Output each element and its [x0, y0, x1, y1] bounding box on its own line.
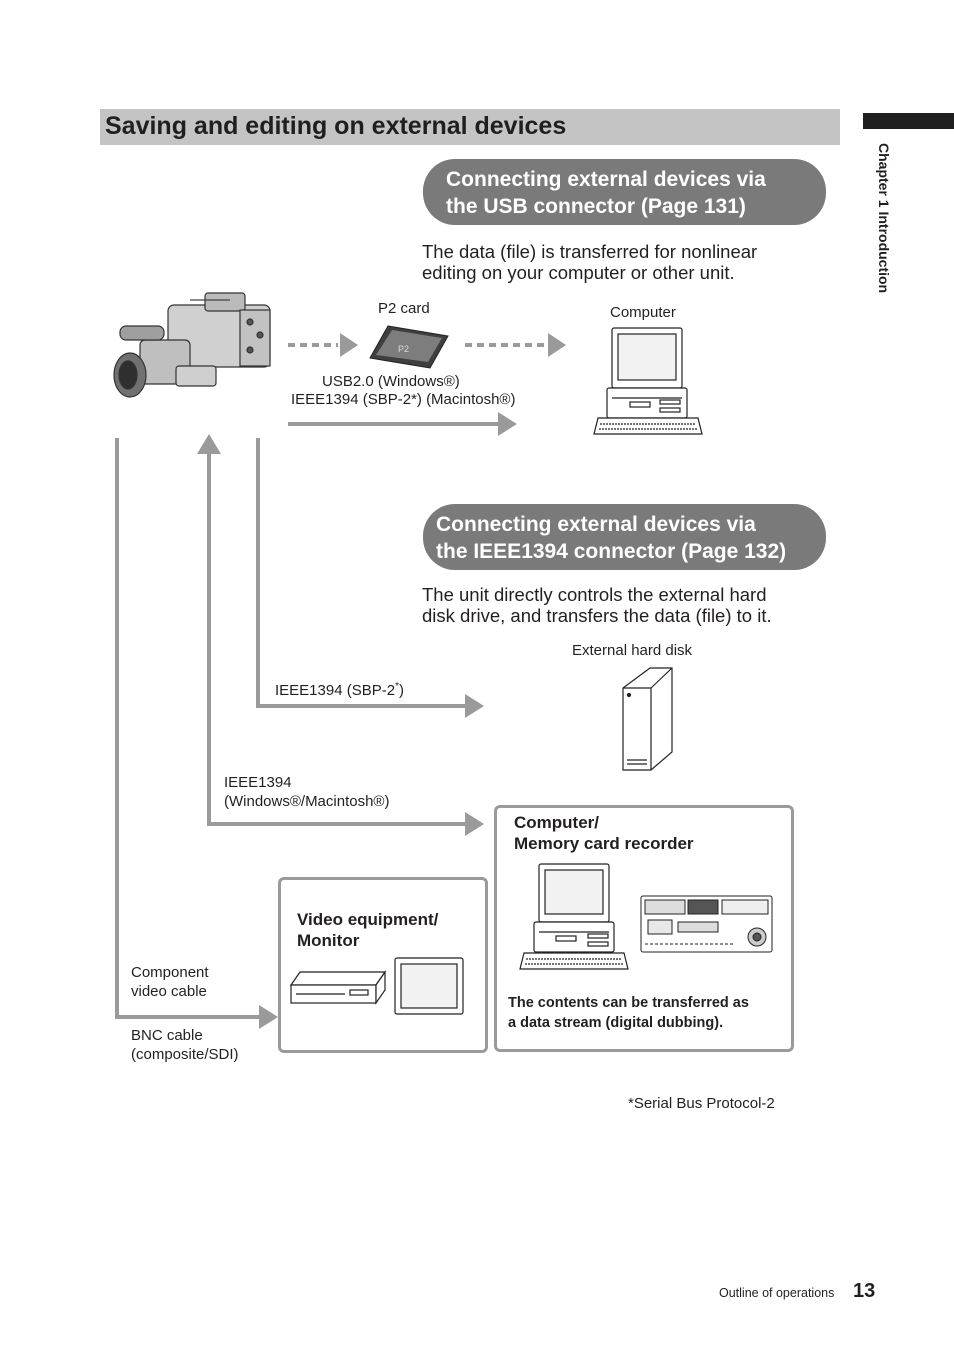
recorder-box-note: The contents can be transferred as a dat… [508, 993, 749, 1033]
usb-connection-label: USB2.0 (Windows®) [322, 373, 460, 390]
usb-heading-line2: the USB connector (Page 131) [446, 195, 746, 218]
component-line2: video cable [131, 983, 207, 1000]
sbp2-text: IEEE1394 (SBP-2 [275, 682, 396, 699]
usb-heading-line1: Connecting external devices via [446, 168, 766, 191]
bnc-line2: (composite/SDI) [131, 1046, 239, 1063]
dotted-arrowhead-2 [548, 333, 566, 357]
ieee-section-heading: Connecting external devices via the IEEE… [423, 504, 826, 570]
hard-disk-icon [622, 667, 673, 771]
up-arrowhead [197, 434, 221, 454]
usb-desc-line2: editing on your computer or other unit. [422, 262, 735, 283]
ieee-description: The unit directly controls the external … [422, 584, 772, 626]
footer-label: Outline of operations [719, 1286, 835, 1300]
bnc-line1: BNC cable [131, 1027, 203, 1044]
chapter-tab [863, 113, 954, 129]
sbp2-asterisk: * [395, 681, 399, 692]
hdd-arrowhead [465, 694, 484, 718]
recorder-box-title: Computer/ Memory card recorder [514, 812, 694, 854]
usb-section-heading: Connecting external devices via the USB … [423, 159, 826, 225]
sbp2-connection-label: IEEE1394 (SBP-2*) [275, 677, 404, 700]
video-title-line2: Monitor [297, 931, 360, 950]
section-title: Saving and editing on external devices [105, 112, 567, 140]
sbp2-close: ) [398, 682, 404, 699]
svg-text:P2: P2 [398, 344, 409, 354]
video-equipment-box [278, 877, 488, 1053]
ieee-desc-line1: The unit directly controls the external … [422, 584, 767, 605]
component-cable-label: Component video cable [131, 963, 209, 1001]
section-title-bar: Saving and editing on external devices [100, 109, 840, 145]
ieee-desc-line2: disk drive, and transfers the data (file… [422, 605, 772, 626]
component-line1: Component [131, 964, 209, 981]
usb-description: The data (file) is transferred for nonli… [422, 241, 757, 283]
computer-icon [593, 327, 703, 435]
usb-arrowhead [498, 412, 517, 436]
recorder-note-line1: The contents can be transferred as [508, 995, 749, 1011]
recorder-title-line2: Memory card recorder [514, 834, 694, 853]
usb-desc-line1: The data (file) is transferred for nonli… [422, 241, 758, 262]
video-arrowhead [259, 1005, 278, 1029]
p2-card-icon: P2 [369, 325, 449, 369]
p2-card-label: P2 card [378, 300, 430, 317]
bnc-cable-label: BNC cable (composite/SDI) [131, 1026, 239, 1064]
footnote: *Serial Bus Protocol-2 [628, 1095, 775, 1112]
ieee-mac-connection-label: IEEE1394 (SBP-2*) (Macintosh®) [291, 391, 516, 408]
hdd-label: External hard disk [572, 642, 693, 659]
computer-label: Computer [610, 304, 676, 321]
ieee-heading-line2: the IEEE1394 connector (Page 132) [436, 540, 787, 563]
ieee1394-win-mac-label: IEEE1394 (Windows®/Macintosh®) [224, 773, 389, 811]
video-box-title: Video equipment/ Monitor [297, 909, 438, 951]
camcorder-icon [113, 292, 271, 398]
dotted-arrowhead-1 [340, 333, 358, 357]
page-number: 13 [853, 1280, 876, 1302]
video-title-line1: Video equipment/ [297, 910, 439, 929]
recorder-arrowhead [465, 812, 484, 836]
ieee-heading-line1: Connecting external devices via [436, 513, 756, 536]
chapter-label: Chapter 1 Introduction [876, 143, 892, 294]
ieee1394-text: IEEE1394 [224, 774, 292, 791]
recorder-title-line1: Computer/ [514, 813, 599, 832]
win-mac-text: (Windows®/Macintosh®) [224, 793, 390, 810]
recorder-note-line2: a data stream (digital dubbing). [508, 1015, 724, 1031]
